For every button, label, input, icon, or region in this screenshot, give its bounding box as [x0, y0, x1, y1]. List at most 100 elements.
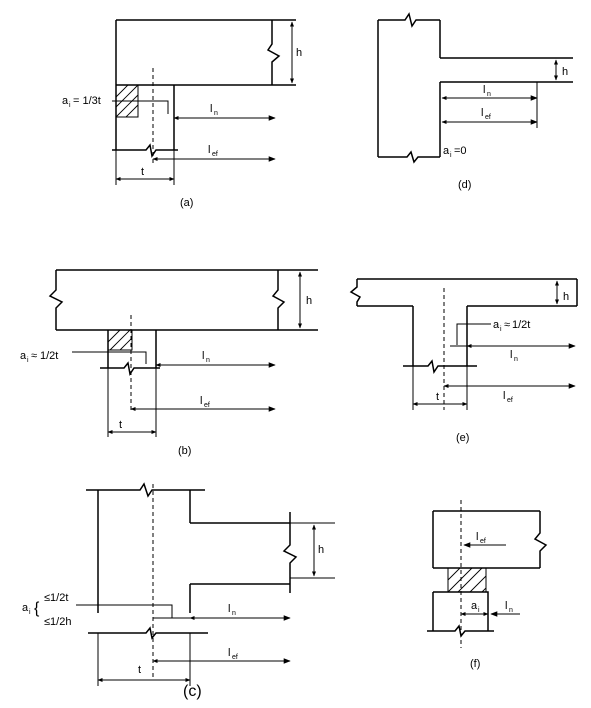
svg-text:n: n	[514, 356, 518, 363]
panel-d-a-label: a i =0	[443, 145, 467, 159]
svg-text:l: l	[200, 395, 202, 407]
svg-text:l: l	[228, 603, 230, 615]
panel-a-h-dimension: h	[290, 21, 302, 84]
svg-text:t: t	[119, 419, 122, 431]
svg-text:h: h	[563, 291, 569, 303]
panel-a: h a i = 1/3t l n l ef	[62, 19, 302, 209]
svg-text:l: l	[505, 600, 507, 612]
svg-text:{: {	[34, 600, 40, 617]
svg-text:i: i	[450, 152, 452, 159]
panel-e: h a i ≈ 1/2t l n l ef t (e)	[349, 278, 578, 444]
svg-text:a: a	[22, 602, 29, 614]
svg-text:≈: ≈	[504, 319, 510, 331]
svg-text:1/2t: 1/2t	[512, 319, 530, 331]
panel-e-t-dimension: t	[412, 366, 468, 410]
panel-c-caption: (c)	[183, 683, 202, 700]
svg-text:ef: ef	[485, 114, 491, 121]
panel-e-lef-dimension: l ef	[443, 383, 576, 404]
svg-text:a: a	[493, 319, 500, 331]
panel-a-t-dimension: t	[115, 150, 175, 185]
panel-e-beam	[349, 278, 578, 410]
svg-text:≤1/2t: ≤1/2t	[44, 592, 68, 604]
svg-text:l: l	[503, 390, 505, 402]
panel-e-h-dimension: h	[555, 280, 569, 305]
svg-text:a: a	[471, 600, 478, 612]
panel-b-slab	[48, 269, 318, 331]
panel-d-h-dimension: h	[554, 59, 568, 81]
svg-text:l: l	[481, 107, 483, 119]
panel-b-h-dimension: h	[298, 271, 312, 329]
panel-c-h-dimension: h	[290, 522, 335, 579]
panel-e-ln-dimension: l n	[450, 343, 576, 363]
panel-f-bearing-hatch	[447, 567, 487, 593]
svg-text:h: h	[318, 544, 324, 556]
svg-text:=0: =0	[454, 145, 467, 157]
panel-d-cantilever	[440, 57, 573, 83]
panel-c: h a i { ≤1/2t ≤1/2h l n l ef t (c)	[22, 482, 335, 700]
svg-text:n: n	[232, 610, 236, 617]
panel-a-ln-dimension: l n	[173, 103, 276, 121]
svg-text:l: l	[476, 531, 478, 543]
svg-text:t: t	[141, 166, 144, 178]
svg-text:n: n	[206, 357, 210, 364]
panel-a-slab	[115, 19, 296, 86]
svg-text:l: l	[208, 144, 210, 156]
panel-f: l ef a i l n (f)	[427, 500, 548, 670]
svg-text:= 1/3t: = 1/3t	[73, 95, 101, 107]
svg-text:ef: ef	[232, 654, 238, 661]
svg-text:h: h	[306, 295, 312, 307]
svg-text:≤1/2h: ≤1/2h	[44, 616, 71, 628]
panel-f-caption: (f)	[470, 658, 480, 670]
svg-text:l: l	[228, 647, 230, 659]
panel-c-lef-dimension: l ef	[152, 647, 291, 664]
svg-text:ef: ef	[204, 402, 210, 409]
panel-a-lef-dimension: l ef	[152, 144, 276, 162]
svg-text:i: i	[27, 357, 29, 364]
panel-e-a-label: a i ≈ 1/2t	[456, 319, 530, 345]
svg-text:n: n	[214, 110, 218, 117]
svg-text:n: n	[509, 607, 513, 614]
panel-b-lef-dimension: l ef	[130, 395, 276, 412]
panel-e-caption: (e)	[456, 432, 469, 444]
panel-b-t-dimension: t	[107, 368, 157, 437]
svg-text:h: h	[562, 66, 568, 78]
svg-text:a: a	[62, 95, 69, 107]
panel-f-support	[427, 500, 494, 648]
svg-text:ef: ef	[212, 151, 218, 158]
svg-text:a: a	[443, 145, 450, 157]
panel-b-a-label: a i ≈ 1/2t	[20, 350, 147, 364]
panel-c-ln-dimension: l n	[153, 603, 291, 621]
panel-a-a-label: a i = 1/3t	[62, 95, 169, 114]
panel-d-wall	[377, 12, 441, 164]
panel-c-column	[86, 482, 298, 678]
panel-f-slab	[432, 510, 548, 569]
svg-text:≈: ≈	[31, 350, 37, 362]
svg-text:ef: ef	[507, 397, 513, 404]
svg-text:l: l	[510, 349, 512, 361]
svg-text:i: i	[478, 607, 480, 614]
panel-b: h a i ≈ 1/2t l n l ef	[20, 269, 318, 457]
svg-text:l: l	[210, 103, 212, 115]
svg-text:i: i	[69, 102, 71, 109]
svg-text:t: t	[436, 391, 439, 403]
panel-a-h-label: h	[296, 47, 302, 59]
svg-text:l: l	[483, 84, 485, 96]
panel-c-a-label: a i { ≤1/2t ≤1/2h	[22, 592, 173, 628]
panel-b-caption: (b)	[178, 445, 191, 457]
panel-d-caption: (d)	[458, 179, 471, 191]
panel-f-lef-arrow: l ef	[463, 531, 506, 548]
panel-d: h l n l ef a i =0 (d)	[377, 12, 573, 191]
svg-text:i: i	[500, 326, 502, 333]
svg-text:n: n	[487, 91, 491, 98]
svg-text:ef: ef	[480, 538, 486, 545]
panel-c-t-dimension: t	[97, 633, 191, 686]
panel-d-ln-dimension: l n	[441, 82, 538, 128]
panel-d-lef-dimension: l ef	[441, 107, 538, 125]
svg-text:1/2t: 1/2t	[40, 350, 58, 362]
panel-b-ln-dimension: l n	[155, 350, 276, 368]
svg-text:a: a	[20, 350, 27, 362]
svg-text:t: t	[138, 664, 141, 676]
panel-f-ai-ln-dimension: a i l n	[460, 600, 520, 617]
